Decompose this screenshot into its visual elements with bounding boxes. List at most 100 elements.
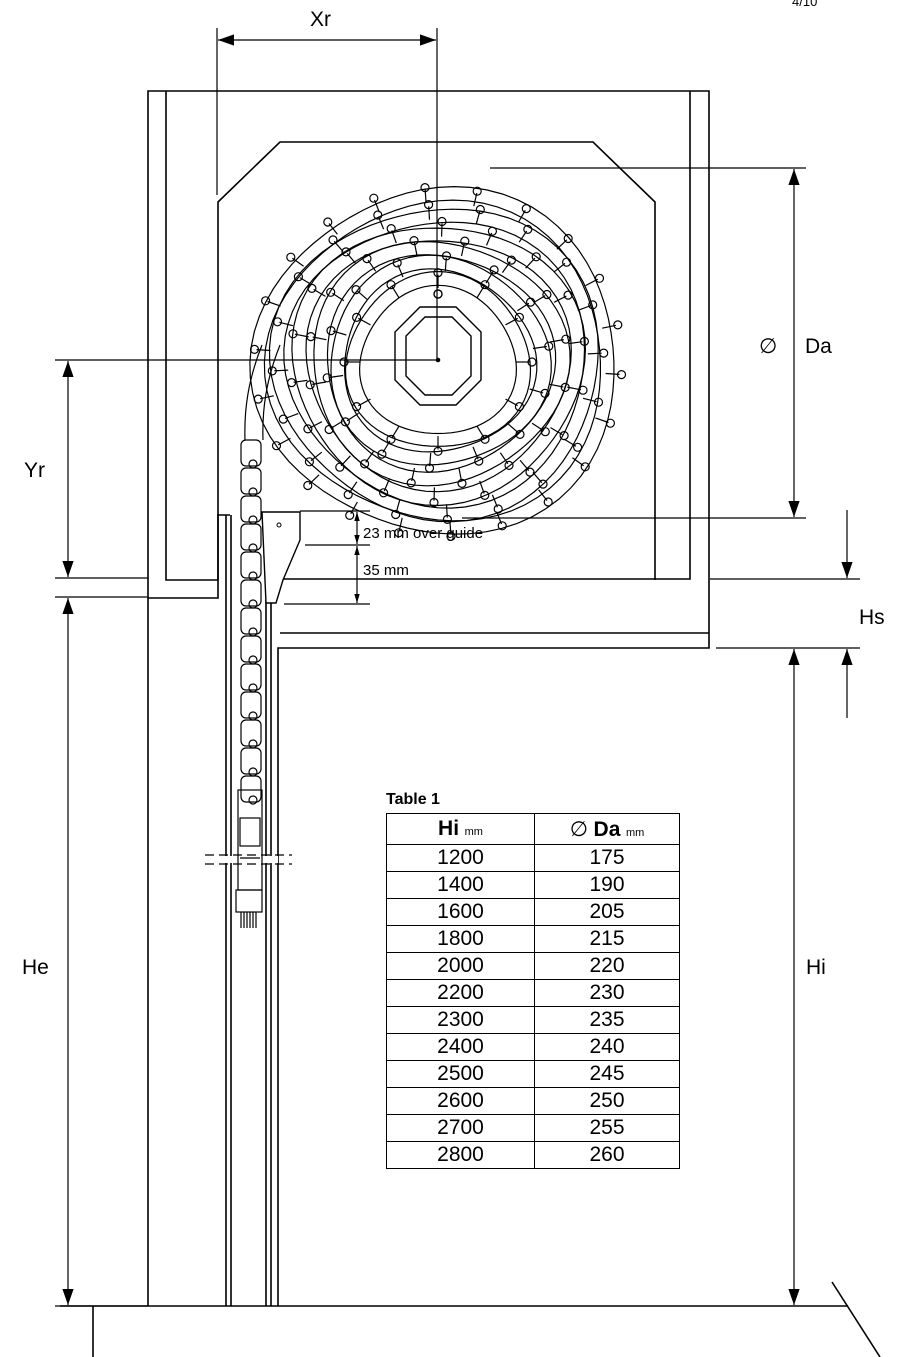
coil-wrap-outer [330,254,552,466]
curtain-hinge [248,515,258,525]
slat-hinge [525,467,535,477]
break-gap [220,856,278,863]
slat-hinge [563,233,573,244]
box-inner-bottom [283,91,691,580]
break-marks [205,854,292,865]
slat-hinge [474,456,484,466]
shutter-coil [249,183,627,542]
cell-da: 175 [534,844,680,872]
cell-hi: 2700 [386,1114,535,1142]
cell-da: 190 [534,871,680,899]
slat-hinge [540,388,550,398]
curtain-slat [240,719,262,747]
cell-hi: 2800 [386,1141,535,1169]
slat-hinge [326,287,336,297]
slat-hinge [437,216,447,227]
slat-hinge [352,312,362,322]
hs-label: Hs [859,606,885,629]
slat-hinge [514,312,525,322]
curtain-slat [240,579,262,607]
dimension-lines [55,28,860,1307]
slat-hinge [588,300,598,310]
slat-hinge [613,320,623,330]
slat-hinge [249,344,260,354]
slat-hinge [523,224,533,234]
bottom-rail-body [237,789,263,891]
cell-hi: 2300 [386,1006,535,1034]
slat-hinge [538,479,548,489]
coil-wrap-outer [313,240,571,487]
slat-hinge [594,273,605,283]
curtain-slat [240,467,262,495]
slat-hinge [442,514,452,525]
curtain-slat [240,775,262,803]
cell-da: 235 [534,1006,680,1034]
slat-hinge [572,442,583,452]
coil-wrap-outer [268,208,599,523]
cell-hi: 2400 [386,1033,535,1061]
slat-hinge [420,183,430,193]
cell-da: 215 [534,925,680,953]
curtain-hinge [248,739,258,749]
curtain-slat [240,523,262,551]
slat-hinge [261,296,271,306]
cell-hi: 2600 [386,1087,535,1115]
cell-da: 240 [534,1033,680,1061]
he-label: He [22,956,49,979]
slat-hinge [543,497,553,507]
slat-hinge [253,394,263,404]
slat-hinge [386,280,396,290]
brush-icon [240,912,257,928]
slat-hinge [561,334,571,344]
slat-hinge [391,509,401,520]
cell-da: 230 [534,979,680,1007]
slat-hinge [616,370,627,380]
curtain-hinge [248,487,258,497]
cell-da: 205 [534,898,680,926]
slat-hinge [323,217,333,227]
table-header-row: Hi mm ∅ Da mm [386,813,680,845]
header-da: ∅ Da mm [534,813,680,845]
brush-holder [235,889,263,913]
curtain-hinge [248,599,258,609]
floor-right-break [831,1281,881,1357]
guide-bracket [261,511,301,604]
curtain-slat [240,663,262,691]
cell-da: 245 [534,1060,680,1088]
guide-rail [225,515,272,1306]
cell-hi: 1800 [386,925,535,953]
bottom-rail [235,789,263,928]
curtain-hinge [248,543,258,553]
slat-hinge [303,424,313,434]
box-outer-outline [147,90,710,1306]
slat-hinge [480,490,490,500]
curtain-slat [240,551,262,579]
slat-hinge [303,480,313,491]
coil-wrap-inner [358,284,518,435]
slat-hinge [493,504,503,514]
slat-hinge [424,200,434,210]
cell-hi: 1600 [386,898,535,926]
shutter-box [60,90,881,1357]
curtain-slat [240,439,262,467]
slat-hinge [480,434,490,444]
curtain-hinge [248,683,258,693]
axle [394,289,482,406]
slat-hinge [386,434,396,444]
cell-hi: 1200 [386,844,535,872]
slat-hinge [497,521,507,531]
slat-hinge [460,236,470,246]
shutter-curtain [240,344,281,805]
curtain-slat [240,747,262,775]
diameter-icon: ∅ [569,817,588,841]
slat-hinge [369,193,379,203]
cell-da: 220 [534,952,680,980]
cell-da: 260 [534,1141,680,1169]
header-hi: Hi mm [386,813,535,845]
